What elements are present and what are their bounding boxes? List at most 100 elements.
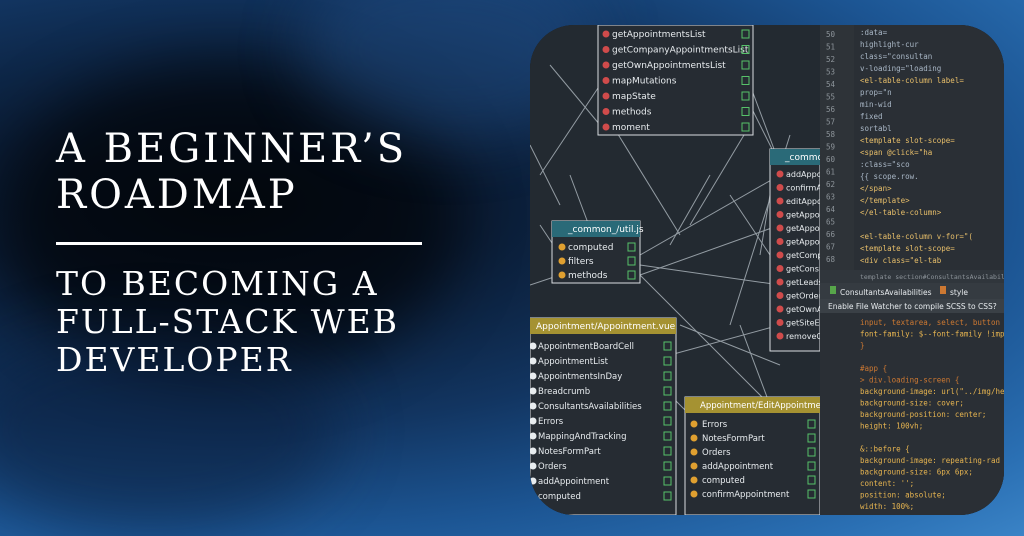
top-box-item-icon [602, 108, 610, 115]
code-line: <el-table-column v-for="( [860, 232, 973, 241]
appointment-box-title: Appointment/Appointment.vue [536, 322, 676, 332]
code-line: height: 100vh; [860, 422, 923, 431]
common-box-item-icon [776, 184, 784, 191]
code-line: <span @click="ha [860, 148, 932, 157]
common-box-item-icon [776, 197, 784, 205]
subheadline-line-2: FULL-STACK WEB [56, 302, 399, 341]
common-box-item: getOwnAp [786, 305, 828, 314]
field-marker-icon [741, 29, 750, 39]
appointment-box-item: AppointmentBoardCell [538, 342, 634, 352]
edit-box-item: computed [702, 476, 745, 486]
line-number: 53 [826, 68, 835, 77]
code-line: input, textarea, select, button { [860, 318, 1004, 327]
common-box-item: getOrderI [786, 292, 824, 301]
field-marker-icon [807, 489, 816, 499]
appointment-box-item-icon [530, 492, 537, 500]
top-box-item-icon [602, 61, 610, 69]
subheadline-line-1: TO BECOMING A [56, 264, 379, 303]
top-box-item: getCompanyAppointmentsList [612, 46, 749, 56]
appointment-box-item-icon [530, 447, 537, 455]
code-line: v-loading="loading [860, 64, 941, 73]
subheadline: TO BECOMING A FULL-STACK WEB DEVELOPER [56, 265, 476, 379]
code-line: :class="sco [860, 160, 910, 169]
field-marker-icon [807, 447, 816, 457]
appointment-box-item: Orders [538, 462, 567, 472]
field-marker-icon [741, 60, 750, 70]
title-block: A BEGINNER’S ROADMAP TO BECOMING A FULL-… [56, 126, 476, 379]
field-marker-icon [663, 386, 672, 396]
field-marker-icon [807, 419, 816, 429]
common-box-item: getLeadsAt [786, 278, 831, 287]
field-marker-icon [663, 461, 672, 471]
field-marker-icon [741, 122, 750, 132]
appointment-box-item: NotesFormPart [538, 447, 601, 457]
code-line: #app { [860, 364, 887, 373]
code-line: :data= [860, 28, 888, 37]
code-line: background-position: center; [860, 410, 986, 419]
field-marker-icon [807, 475, 816, 485]
appointment-box-item-icon [530, 417, 537, 425]
field-marker-icon [741, 91, 750, 101]
line-number: 59 [826, 143, 835, 152]
field-marker-icon [627, 270, 636, 280]
line-number: 57 [826, 118, 835, 127]
code-line: sortabl [860, 124, 892, 133]
top-box-item-icon [602, 123, 610, 131]
common-box-item: getAppoi [786, 211, 822, 220]
edit-box-item: confirmAppointment [702, 490, 790, 500]
edit-box-item: addAppointment [702, 462, 774, 472]
code-line: background-size: 6px 6px; [860, 468, 973, 477]
appointment-box-item-icon [530, 477, 537, 485]
code-line: fixed [860, 112, 883, 121]
edit-box-item-icon [690, 434, 698, 442]
class-box-top: getAppointmentsListgetCompanyAppointment… [597, 25, 754, 136]
common-box-item-icon [776, 332, 784, 340]
appointment-box-item-icon [530, 372, 537, 380]
appointment-box-item-icon [530, 432, 537, 440]
top-box-item-icon [602, 92, 610, 100]
field-marker-icon [663, 491, 672, 501]
common-box-item-icon [776, 319, 784, 326]
code-line: font-family: $--font-family !import [860, 330, 1004, 339]
appointment-box-item: addAppointment [538, 477, 610, 487]
code-line: highlight-cur [860, 40, 919, 49]
util-box-item: computed [568, 243, 613, 253]
appointment-box-item: ConsultantsAvailabilities [538, 402, 642, 412]
code-line: </el-table-column> [860, 208, 942, 217]
edit-box-item-icon [690, 448, 698, 456]
util-box-title: _common_/util.js [567, 225, 644, 235]
top-box-item: mapState [612, 92, 656, 102]
headline-line-1: A BEGINNER’S [56, 126, 408, 172]
field-marker-icon [741, 45, 750, 54]
edit-box-item-icon [690, 462, 698, 470]
line-number: 64 [826, 205, 836, 214]
field-marker-icon [663, 476, 672, 486]
line-number: 60 [826, 155, 836, 164]
field-marker-icon [663, 446, 672, 456]
appointment-box-item-icon [530, 402, 537, 410]
field-marker-icon [741, 107, 750, 116]
field-marker-icon [807, 461, 816, 471]
util-box-item-icon [558, 271, 566, 279]
edit-box-item-icon [690, 420, 698, 428]
line-number: 68 [826, 255, 836, 264]
field-marker-icon [627, 242, 636, 252]
top-box-item-icon [602, 77, 610, 84]
breadcrumb-path: template section#ConsultantsAvailabiliti… [860, 273, 1004, 281]
code-line: prop="n [860, 88, 892, 97]
field-marker-icon [663, 356, 672, 366]
field-marker-icon [663, 371, 672, 381]
line-number: 56 [826, 105, 836, 114]
tab-style: style [950, 288, 968, 297]
field-marker-icon [741, 76, 750, 85]
common-box-item: getSiteEve [786, 319, 829, 328]
appointment-box-item-icon [530, 462, 537, 470]
subheadline-line-3: DEVELOPER [56, 340, 293, 379]
util-box-item: methods [568, 271, 608, 281]
common-box-item: getAppoi [786, 238, 822, 247]
common-box-item-icon [776, 292, 784, 299]
code-line: background-image: url("../img/hea [860, 387, 1004, 396]
code-line: content: ''; [860, 479, 914, 488]
